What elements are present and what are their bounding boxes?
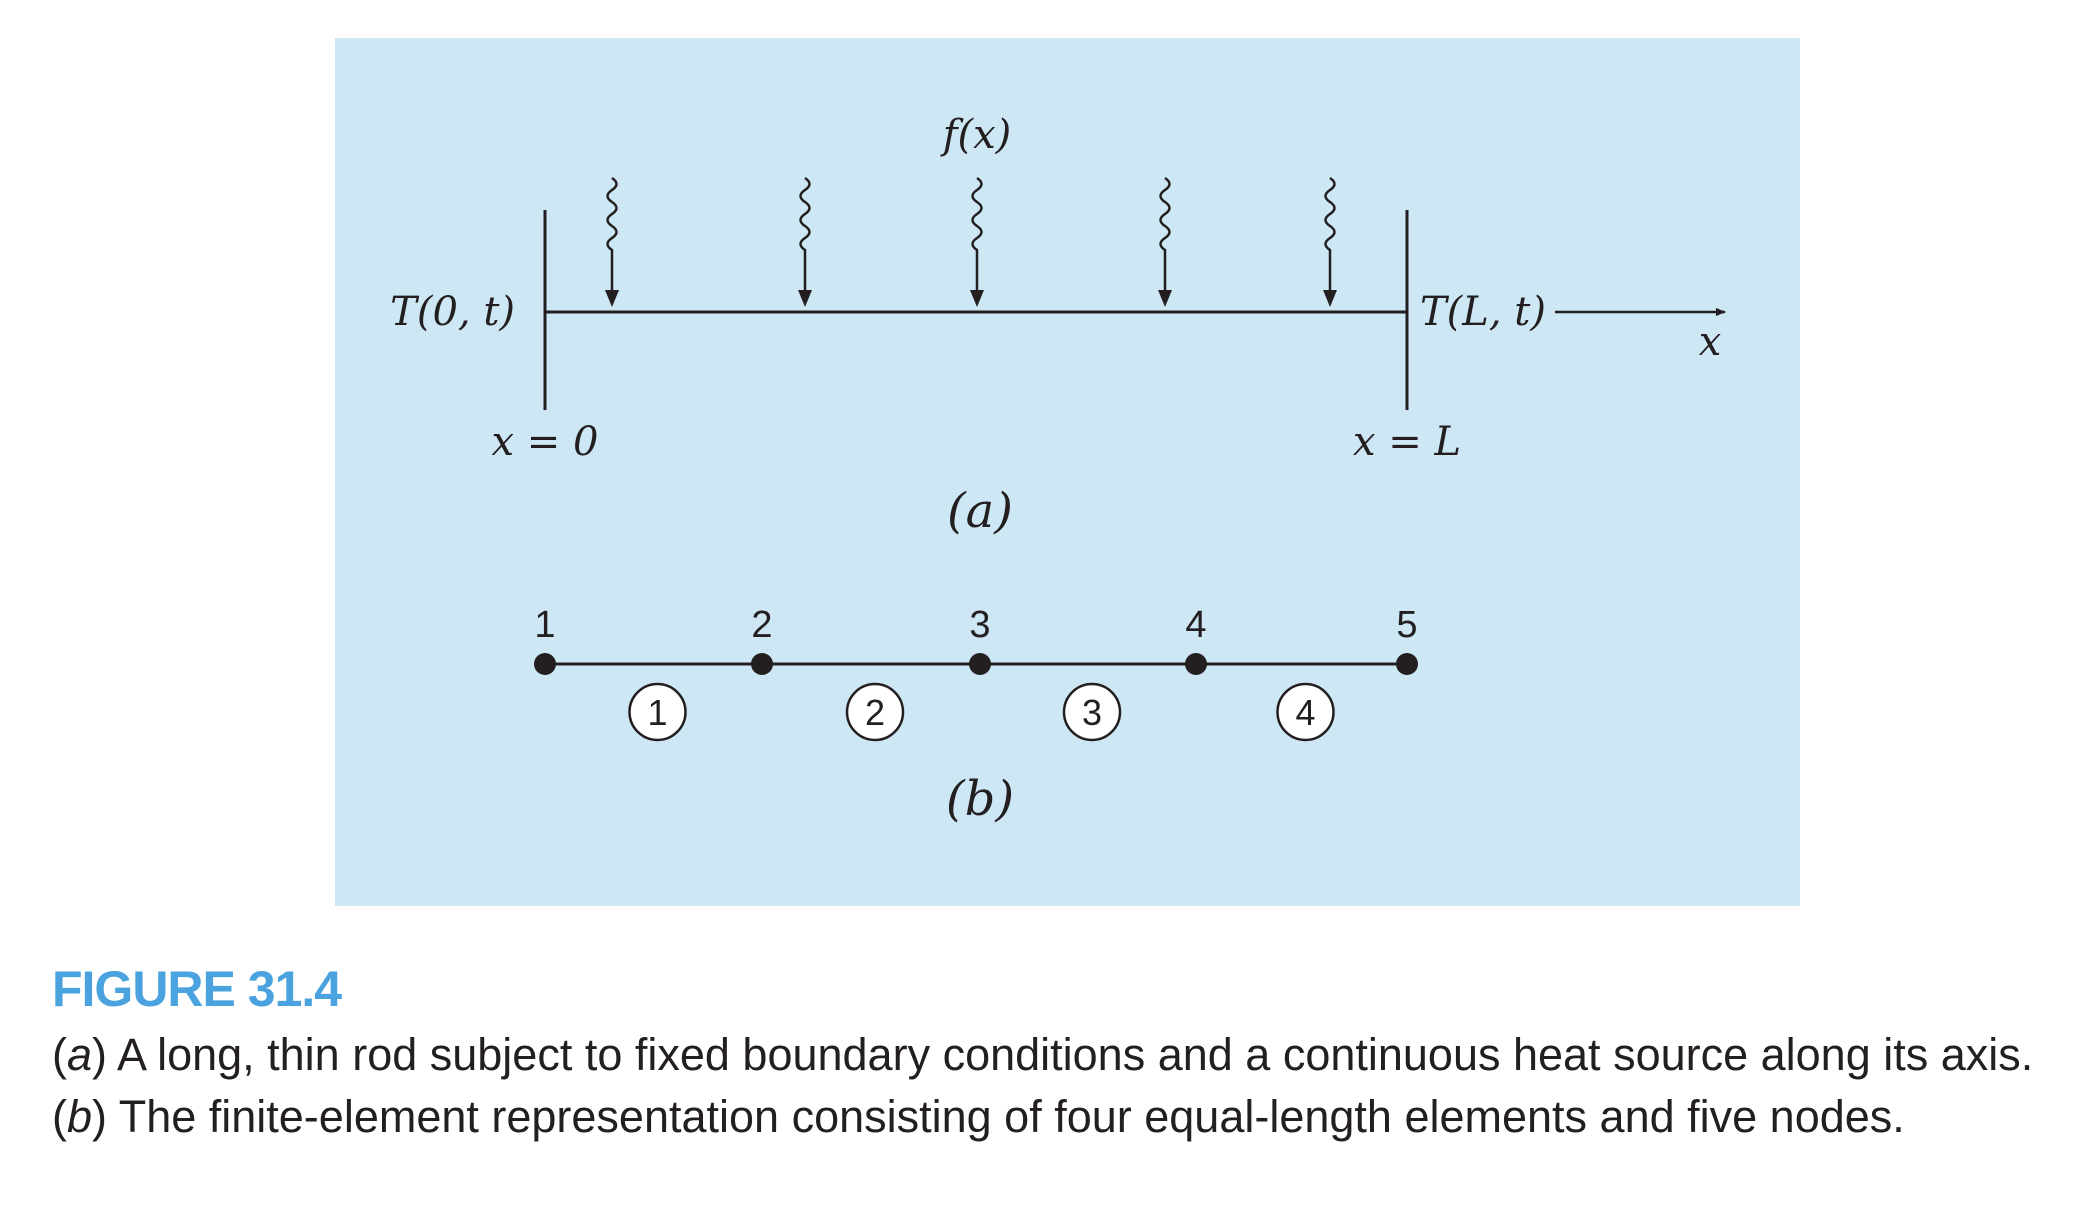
- figure-caption: (a) A long, thin rod subject to fixed bo…: [52, 1029, 2034, 1142]
- right-boundary-label: T(L, t): [1420, 289, 1546, 335]
- node-5: [1396, 653, 1418, 675]
- node-label-3: 3: [969, 604, 990, 646]
- wavy-down-arrow-icon: [798, 176, 812, 307]
- node-label-2: 2: [751, 604, 772, 646]
- x-axis-label: x: [1699, 319, 1722, 365]
- element-marker-2: [845, 682, 905, 742]
- node-label-5: 5: [1396, 604, 1417, 646]
- element-label-4: 4: [1295, 692, 1315, 733]
- node-label-4: 4: [1185, 604, 1206, 646]
- element-label-3: 3: [1082, 692, 1102, 733]
- node-4: [1185, 653, 1207, 675]
- element-marker-4: [1276, 682, 1335, 742]
- finite-element-mesh: 1 2 3 4 5 1 2 3 4: [534, 604, 1418, 742]
- element-label-2: 2: [865, 692, 885, 733]
- wavy-down-arrow-icon: [1323, 176, 1337, 307]
- node-2: [751, 653, 773, 675]
- heat-source-arrows: [605, 176, 1337, 307]
- element-marker-3: [1062, 682, 1122, 742]
- node-label-1: 1: [534, 604, 555, 646]
- left-position-label: x = 0: [492, 419, 599, 465]
- wavy-down-arrow-icon: [1158, 176, 1172, 307]
- wavy-down-arrow-icon: [605, 176, 619, 307]
- node-1: [534, 653, 556, 675]
- panel-a-sublabel: (a): [947, 483, 1013, 539]
- caption-block: FIGURE 31.4 (a) A long, thin rod subject…: [52, 960, 2062, 1148]
- wavy-down-arrow-icon: [970, 176, 984, 307]
- caption-part-a-text: ) A long, thin rod subject to fixed boun…: [52, 1029, 2034, 1142]
- right-position-label: x = L: [1353, 419, 1461, 465]
- element-label-1: 1: [647, 692, 667, 733]
- caption-part-a-marker: a: [67, 1029, 93, 1080]
- heat-source-label: f(x): [940, 112, 1012, 158]
- caption-part-b-text: ) The finite-element representation cons…: [92, 1091, 1905, 1142]
- diagram-panel: [335, 38, 1800, 906]
- element-marker-1: [628, 682, 687, 742]
- panel-b-sublabel: (b): [946, 771, 1014, 827]
- figure-label: FIGURE 31.4: [52, 961, 342, 1017]
- caption-part-b-marker: b: [67, 1091, 93, 1142]
- node-3: [969, 653, 991, 675]
- left-boundary-label: T(0, t): [390, 289, 515, 335]
